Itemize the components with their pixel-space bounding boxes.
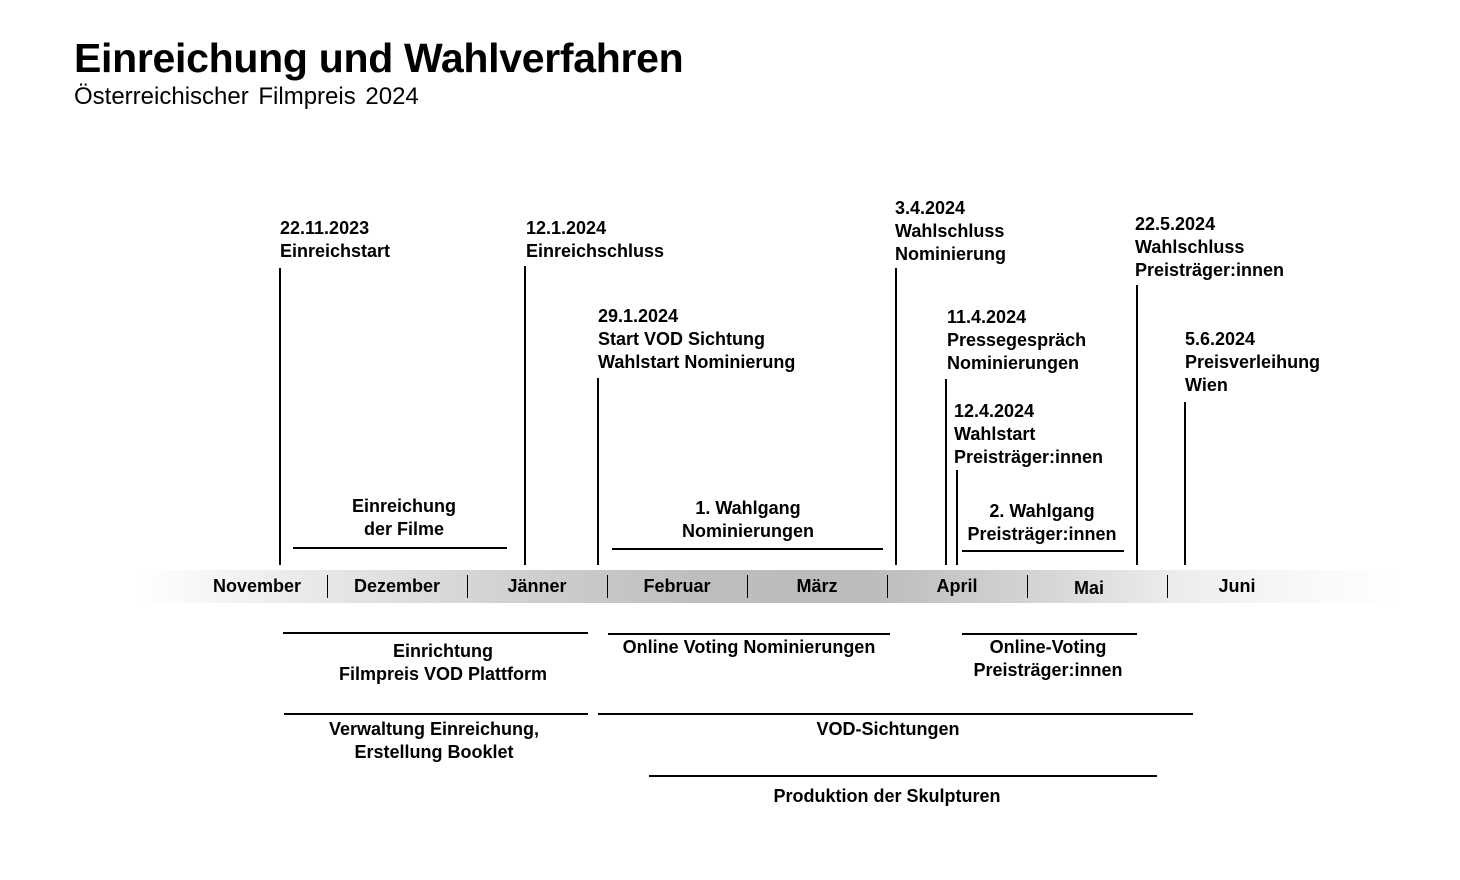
phase-label: VOD-Sichtungen bbox=[816, 719, 960, 739]
phase-bar bbox=[962, 550, 1124, 552]
milestone-line bbox=[945, 379, 947, 565]
phase-label: Preisträger:innen bbox=[973, 660, 1123, 680]
phase-bar bbox=[608, 633, 890, 635]
month-separator bbox=[1167, 575, 1168, 598]
phase-label: 1. Wahlgang bbox=[695, 498, 801, 518]
milestone-preisverleihung: 5.6.2024 Preisverleihung Wien bbox=[1185, 328, 1320, 397]
milestone-line bbox=[895, 268, 897, 565]
month-separator bbox=[467, 575, 468, 598]
month-separator bbox=[747, 575, 748, 598]
phase-einrichtung-vod-plattform: Einrichtung Filmpreis VOD Plattform bbox=[283, 640, 603, 686]
milestone-label: Wahlschluss bbox=[895, 221, 1005, 241]
phase-label: Filmpreis VOD Plattform bbox=[338, 664, 548, 684]
milestone-date: 11.4.2024 bbox=[947, 307, 1027, 327]
milestone-line bbox=[597, 378, 599, 565]
phase-label: Einrichtung bbox=[393, 641, 493, 661]
milestone-wahlstart-preistraeger: 12.4.2024 Wahlstart Preisträger:innen bbox=[954, 400, 1103, 469]
milestone-label: Nominierungen bbox=[947, 353, 1080, 373]
phase-produktion-skulpturen: Produktion der Skulpturen bbox=[649, 785, 1125, 808]
month-februar: Februar bbox=[643, 576, 711, 596]
milestone-line bbox=[524, 266, 526, 565]
milestone-date: 22.5.2024 bbox=[1135, 214, 1216, 234]
milestone-wahlschluss-preistraeger: 22.5.2024 Wahlschluss Preisträger:innen bbox=[1135, 213, 1284, 282]
milestone-label: Einreichstart bbox=[280, 241, 391, 261]
phase-label: der Filme bbox=[363, 519, 445, 539]
milestone-line bbox=[1136, 285, 1138, 565]
milestone-label: Preisträger:innen bbox=[954, 447, 1104, 467]
phase-bar bbox=[649, 775, 1157, 777]
phase-label: Produktion der Skulpturen bbox=[773, 786, 1001, 806]
month-maerz: März bbox=[796, 576, 838, 596]
phase-bar bbox=[598, 713, 1193, 715]
milestone-einreichschluss: 12.1.2024 Einreichschluss bbox=[526, 217, 664, 263]
phase-label: Online Voting Nominierungen bbox=[622, 637, 876, 657]
phase-bar bbox=[284, 713, 588, 715]
milestone-date: 29.1.2024 bbox=[598, 306, 679, 326]
milestone-label: Preisträger:innen bbox=[1135, 260, 1285, 280]
page-title: Einreichung und Wahlverfahren bbox=[74, 35, 684, 81]
milestone-label: Einreichschluss bbox=[526, 241, 665, 261]
phase-bar bbox=[962, 633, 1137, 635]
milestone-date: 12.4.2024 bbox=[954, 401, 1035, 421]
milestone-wahlschluss-nominierung: 3.4.2024 Wahlschluss Nominierung bbox=[895, 197, 1006, 266]
month-juni: Juni bbox=[1218, 576, 1256, 596]
month-separator bbox=[1027, 575, 1028, 598]
phase-label: Einreichung bbox=[351, 496, 456, 516]
milestone-label: Preisverleihung bbox=[1185, 352, 1321, 372]
milestone-line bbox=[1184, 402, 1186, 565]
phase-2-wahlgang: 2. Wahlgang Preisträger:innen bbox=[958, 500, 1126, 546]
month-jaenner: Jänner bbox=[507, 576, 567, 596]
phase-online-voting-nominierungen: Online Voting Nominierungen bbox=[608, 636, 890, 659]
phase-1-wahlgang: 1. Wahlgang Nominierungen bbox=[612, 497, 884, 543]
phase-label: Erstellung Booklet bbox=[354, 742, 514, 762]
month-april: April bbox=[936, 576, 978, 596]
phase-bar bbox=[612, 548, 883, 550]
milestone-label: Wahlschluss bbox=[1135, 237, 1245, 257]
timeline-band bbox=[140, 570, 1400, 603]
page-subtitle: Österreichischer Filmpreis 2024 bbox=[74, 83, 419, 110]
milestone-label: Wahlstart bbox=[954, 424, 1036, 444]
month-separator bbox=[887, 575, 888, 598]
month-november: November bbox=[212, 576, 302, 596]
milestone-line bbox=[956, 470, 958, 565]
phase-label: Nominierungen bbox=[681, 521, 814, 541]
milestone-label: Nominierung bbox=[895, 244, 1006, 264]
milestone-date: 5.6.2024 bbox=[1185, 329, 1256, 349]
phase-label: Verwaltung Einreichung, bbox=[328, 719, 540, 739]
milestone-line bbox=[279, 268, 281, 565]
phase-bar bbox=[283, 632, 588, 634]
month-dezember: Dezember bbox=[353, 576, 441, 596]
phase-vod-sichtungen: VOD-Sichtungen bbox=[598, 718, 1178, 741]
milestone-date: 3.4.2024 bbox=[895, 198, 966, 218]
month-separator bbox=[327, 575, 328, 598]
phase-einreichung-der-filme: Einreichung der Filme bbox=[294, 495, 514, 541]
milestone-start-vod-sichtung: 29.1.2024 Start VOD Sichtung Wahlstart N… bbox=[598, 305, 795, 374]
phase-online-voting-preistraeger: Online-Voting Preisträger:innen bbox=[958, 636, 1138, 682]
milestone-label: Pressegespräch bbox=[947, 330, 1087, 350]
phase-bar bbox=[293, 547, 507, 549]
month-mai: Mai bbox=[1073, 578, 1104, 598]
milestone-label: Wahlstart Nominierung bbox=[598, 352, 796, 372]
phase-label: Online-Voting bbox=[989, 637, 1107, 657]
phase-verwaltung-einreichung: Verwaltung Einreichung, Erstellung Bookl… bbox=[284, 718, 584, 764]
milestone-date: 22.11.2023 bbox=[280, 218, 370, 238]
phase-label: Preisträger:innen bbox=[967, 524, 1117, 544]
milestone-label: Wien bbox=[1185, 375, 1228, 395]
milestone-label: Start VOD Sichtung bbox=[598, 329, 766, 349]
milestone-pressegespraech: 11.4.2024 Pressegespräch Nominierungen bbox=[947, 306, 1086, 375]
milestone-date: 12.1.2024 bbox=[526, 218, 607, 238]
phase-label: 2. Wahlgang bbox=[989, 501, 1095, 521]
milestone-einreichstart: 22.11.2023 Einreichstart bbox=[280, 217, 390, 263]
month-separator bbox=[607, 575, 608, 598]
